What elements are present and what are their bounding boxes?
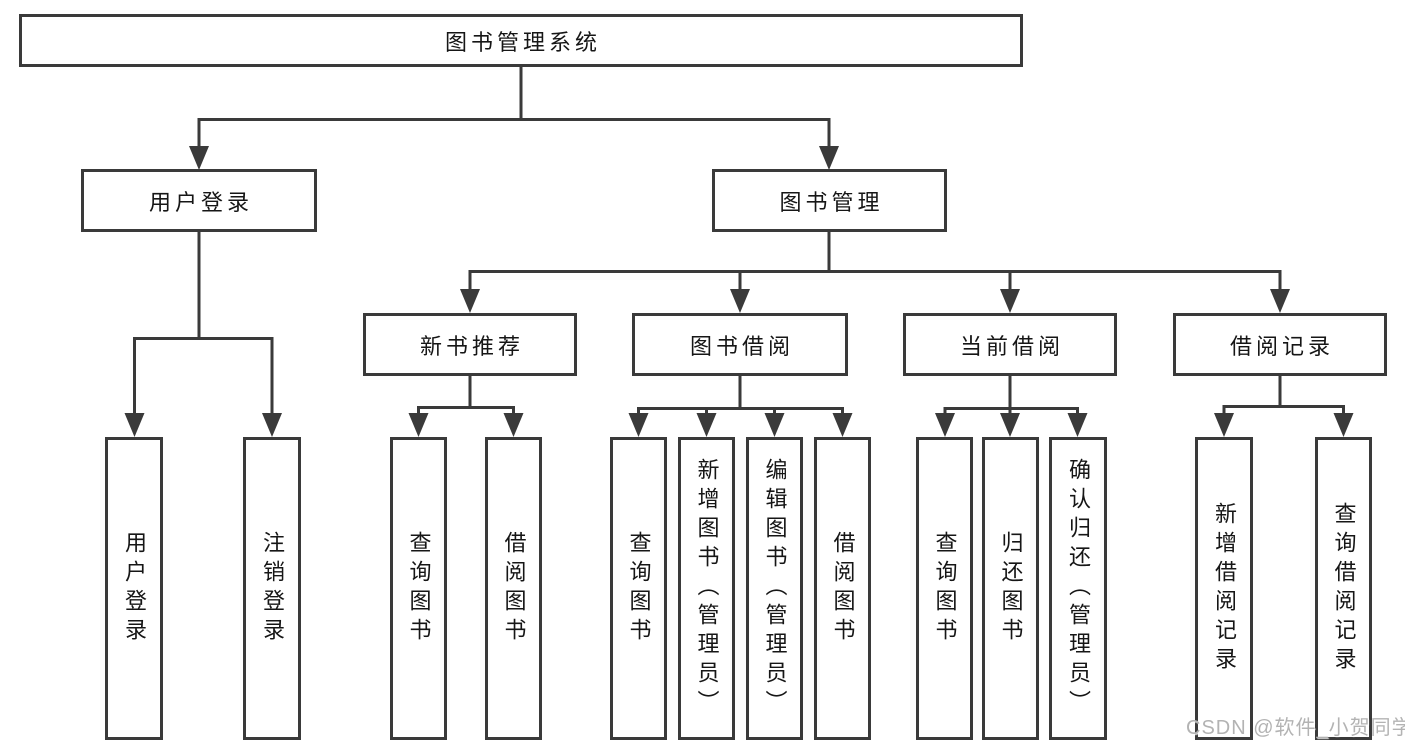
node-label: 当前借阅 xyxy=(959,333,1064,359)
arrowhead-icon xyxy=(262,413,282,437)
wire-userlogin-split xyxy=(133,337,274,414)
arrowhead-icon xyxy=(1067,413,1088,437)
node-label: 借阅图书 xyxy=(501,530,527,647)
wire-root-left xyxy=(197,118,521,147)
leaf-query-books-1: 查询图书 xyxy=(390,437,447,740)
leaf-add-borrow-record: 新增借阅记录 xyxy=(1195,437,1253,740)
wire-borrowrecords-split xyxy=(1222,405,1345,414)
node-root: 图书管理系统 xyxy=(19,14,1023,67)
node-book-borrow: 图书借阅 xyxy=(632,313,848,376)
node-current-borrow: 当前借阅 xyxy=(903,313,1117,376)
node-label: 新增图书（管理员） xyxy=(694,458,720,719)
leaf-confirm-return-admin: 确认归还（管理员） xyxy=(1049,437,1107,740)
node-label: 新增借阅记录 xyxy=(1212,501,1237,676)
arrowhead-icon xyxy=(460,289,480,313)
leaf-query-books-2: 查询图书 xyxy=(610,437,667,740)
node-label: 归还图书 xyxy=(998,530,1024,647)
node-label: 新书推荐 xyxy=(419,333,524,359)
node-label: 用户登录 xyxy=(122,530,147,647)
arrowhead-icon xyxy=(189,146,209,170)
wire-root-right xyxy=(521,118,831,147)
arrowhead-icon xyxy=(764,413,785,437)
node-new-book-recommend: 新书推荐 xyxy=(363,313,577,376)
arrowhead-icon xyxy=(832,413,853,437)
arrowhead-icon xyxy=(730,289,750,313)
node-label: 图书管理系统 xyxy=(444,29,601,55)
wire-bookmgmt-split xyxy=(468,270,1282,290)
leaf-logout: 注销登录 xyxy=(243,437,301,740)
wire-newbook-split xyxy=(417,406,515,414)
arrowhead-icon xyxy=(503,413,524,437)
node-label: 查询借阅记录 xyxy=(1331,501,1357,676)
leaf-edit-book-admin: 编辑图书（管理员） xyxy=(746,437,803,740)
node-label: 借阅图书 xyxy=(830,530,856,647)
leaf-borrow-books-2: 借阅图书 xyxy=(814,437,871,740)
arrowhead-icon xyxy=(408,413,429,437)
watermark: CSDN @软件_小贺同学 xyxy=(1186,717,1405,739)
node-borrow-records: 借阅记录 xyxy=(1173,313,1387,376)
node-label: 查询图书 xyxy=(932,530,958,647)
node-user-login: 用户登录 xyxy=(81,169,317,232)
arrowhead-icon xyxy=(819,146,839,170)
node-label: 注销登录 xyxy=(260,530,285,647)
arrowhead-icon xyxy=(1000,413,1020,437)
node-label: 查询图书 xyxy=(626,530,652,647)
arrowhead-icon xyxy=(935,413,955,437)
arrowhead-icon xyxy=(628,413,649,437)
node-label: 用户登录 xyxy=(148,189,253,215)
wire-bookborrow-split xyxy=(637,407,844,414)
leaf-query-books-3: 查询图书 xyxy=(916,437,973,740)
arrowhead-icon xyxy=(124,413,145,437)
arrowhead-icon xyxy=(1270,289,1290,313)
node-label: 编辑图书（管理员） xyxy=(762,458,788,719)
leaf-query-borrow-record: 查询借阅记录 xyxy=(1315,437,1372,740)
arrowhead-icon xyxy=(1000,289,1020,313)
leaf-add-book-admin: 新增图书（管理员） xyxy=(678,437,735,740)
arrowhead-icon xyxy=(696,413,717,437)
leaf-borrow-books-1: 借阅图书 xyxy=(485,437,542,740)
node-label: 借阅记录 xyxy=(1229,333,1334,359)
arrowhead-icon xyxy=(1333,413,1354,437)
leaf-user-login: 用户登录 xyxy=(105,437,163,740)
node-label: 查询图书 xyxy=(406,530,432,647)
arrowhead-icon xyxy=(1214,413,1234,437)
leaf-return-book: 归还图书 xyxy=(982,437,1039,740)
node-label: 图书管理 xyxy=(779,189,884,215)
node-label: 确认归还（管理员） xyxy=(1066,458,1091,719)
node-label: 图书借阅 xyxy=(689,333,794,359)
node-book-management: 图书管理 xyxy=(712,169,947,232)
